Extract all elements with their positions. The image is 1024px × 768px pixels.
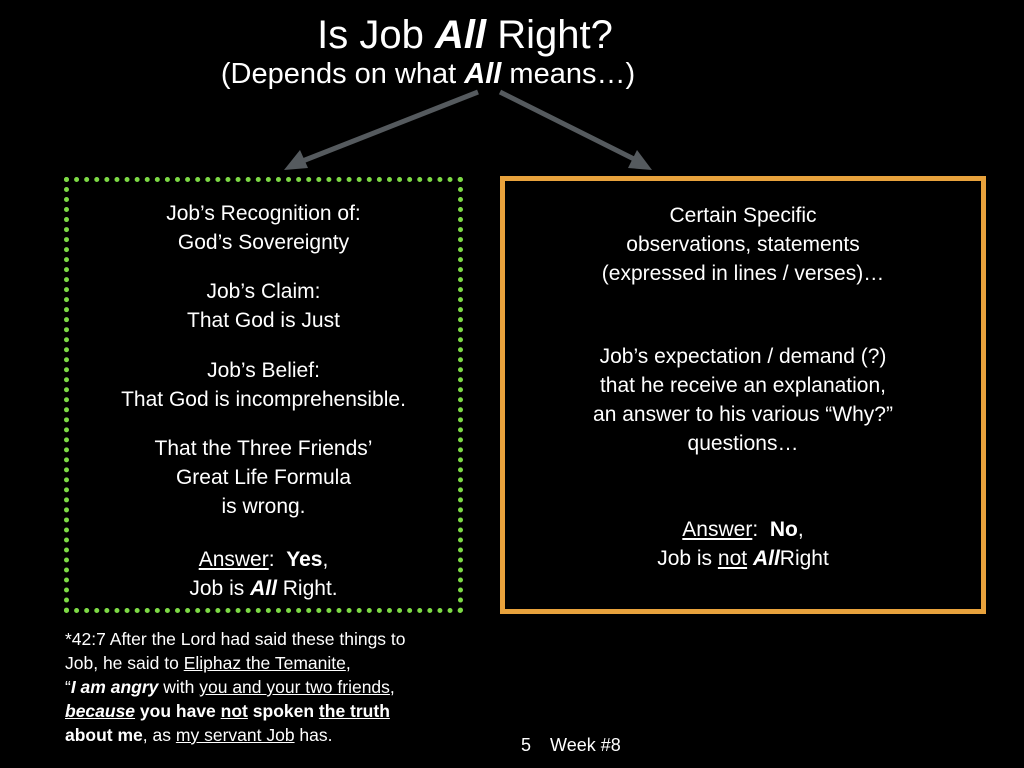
footnote-spoken: spoken — [252, 701, 315, 721]
footnote-text: has. — [299, 725, 333, 745]
answer-emphasis: All — [752, 547, 780, 570]
left-box-job-is-right: Job’s Recognition of: God’s Sovereignty … — [64, 177, 463, 613]
expectation-line: an answer to his various “Why?” — [593, 403, 893, 426]
footnote-truth: the truth — [318, 701, 390, 721]
expectation-block: Job’s expectation / demand (?) that he r… — [505, 342, 981, 458]
footnote-because: because — [65, 701, 136, 721]
recognition-block: Job’s Recognition of: God’s Sovereignty — [69, 199, 458, 257]
left-answer-block: Answer: Yes, Job is All Right. — [69, 545, 458, 603]
footnote-angry: I am angry — [70, 677, 159, 697]
answer-colon: : — [752, 518, 759, 541]
subtitle-text: (Depends on what — [220, 58, 457, 90]
left-answer-line2: Job is All Right. — [69, 574, 458, 603]
footnote-text: Job, he said to — [65, 653, 179, 673]
subtitle-text-end: means…) — [509, 58, 636, 90]
belief-line: That God is incomprehensible. — [121, 388, 406, 411]
answer-comma: , — [797, 518, 804, 541]
footnote-about-me: about me — [65, 725, 143, 745]
answer-line-text: Job is — [189, 577, 245, 600]
slide-number: 5 — [521, 735, 532, 755]
friends-line: That the Three Friends’ — [154, 437, 373, 460]
answer-colon: : — [268, 548, 275, 571]
claim-line: That God is Just — [187, 309, 340, 332]
claim-line: Job’s Claim: — [206, 280, 321, 303]
footnote-line: about me, as my servant Job has. — [65, 723, 485, 747]
footnote-friends: you and your two friends — [199, 677, 390, 697]
recognition-line: God’s Sovereignty — [177, 231, 350, 254]
slide-footer: 5 Week #8 — [521, 733, 621, 757]
right-answer-block: Answer: No, Job is not AllRight — [505, 515, 981, 573]
friends-line: is wrong. — [221, 495, 306, 518]
observations-block: Certain Specific observations, statement… — [505, 201, 981, 288]
friends-line: Great Life Formula — [175, 466, 352, 489]
footnote-line: because you have not spoken the truth — [65, 699, 485, 723]
footnote-text: , as — [142, 725, 172, 745]
answer-line-text-end: Right. — [282, 577, 338, 600]
answer-label: Answer — [198, 548, 269, 571]
expectation-line: questions… — [687, 432, 799, 455]
answer-line-text: Job is — [657, 547, 713, 570]
footnote-line: Job, he said to Eliphaz the Temanite, — [65, 651, 485, 675]
footnote-line: *42:7 After the Lord had said these thin… — [65, 629, 406, 649]
footnote-have: you have — [139, 701, 216, 721]
arrow-left-down-icon — [284, 89, 479, 170]
subtitle-emphasis: All — [464, 58, 502, 90]
answer-emphasis: All — [250, 577, 277, 600]
friends-block: That the Three Friends’ Great Life Formu… — [69, 434, 458, 521]
answer-line-text-end: Right — [779, 547, 829, 570]
title-text-end: Right? — [497, 13, 613, 57]
claim-block: Job’s Claim: That God is Just — [69, 277, 458, 335]
footnote-eliphaz: Eliphaz the Temanite — [183, 653, 346, 673]
answer-value-yes: Yes — [286, 548, 323, 571]
answer-comma: , — [322, 548, 329, 571]
slide-title: Is Job All Right? — [0, 12, 930, 58]
arrow-right-down-icon — [498, 89, 652, 170]
footnote-servant-job: my servant Job — [175, 725, 295, 745]
right-answer-line2: Job is not AllRight — [505, 544, 981, 573]
answer-not: not — [717, 547, 748, 570]
right-answer-line: Answer: No, — [505, 515, 981, 544]
observations-line: observations, statements — [626, 233, 860, 256]
right-box-job-not-right: Certain Specific observations, statement… — [500, 176, 986, 614]
slide-subtitle: (Depends on what All means…) — [0, 57, 856, 91]
title-text: Is Job — [317, 13, 424, 57]
footnote-quote-mark: “ — [65, 677, 71, 697]
recognition-line: Job’s Recognition of: — [166, 202, 361, 225]
belief-line: Job’s Belief: — [207, 359, 320, 382]
observations-line: (expressed in lines / verses)… — [601, 262, 885, 285]
scripture-footnote: *42:7 After the Lord had said these thin… — [65, 627, 485, 747]
belief-block: Job’s Belief: That God is incomprehensib… — [69, 356, 458, 414]
footnote-text: , — [389, 677, 395, 697]
title-emphasis: All — [434, 13, 487, 57]
answer-value-no: No — [769, 518, 798, 541]
week-label: Week #8 — [550, 735, 621, 755]
left-answer-line: Answer: Yes, — [69, 545, 458, 574]
footnote-not: not — [220, 701, 248, 721]
expectation-line: Job’s expectation / demand (?) — [599, 345, 887, 368]
expectation-line: that he receive an explanation, — [599, 374, 887, 397]
observations-line: Certain Specific — [669, 204, 817, 227]
answer-label: Answer — [682, 518, 753, 541]
footnote-text: , — [345, 653, 351, 673]
footnote-line: “I am angry with you and your two friend… — [65, 675, 485, 699]
footnote-text: with — [163, 677, 195, 697]
